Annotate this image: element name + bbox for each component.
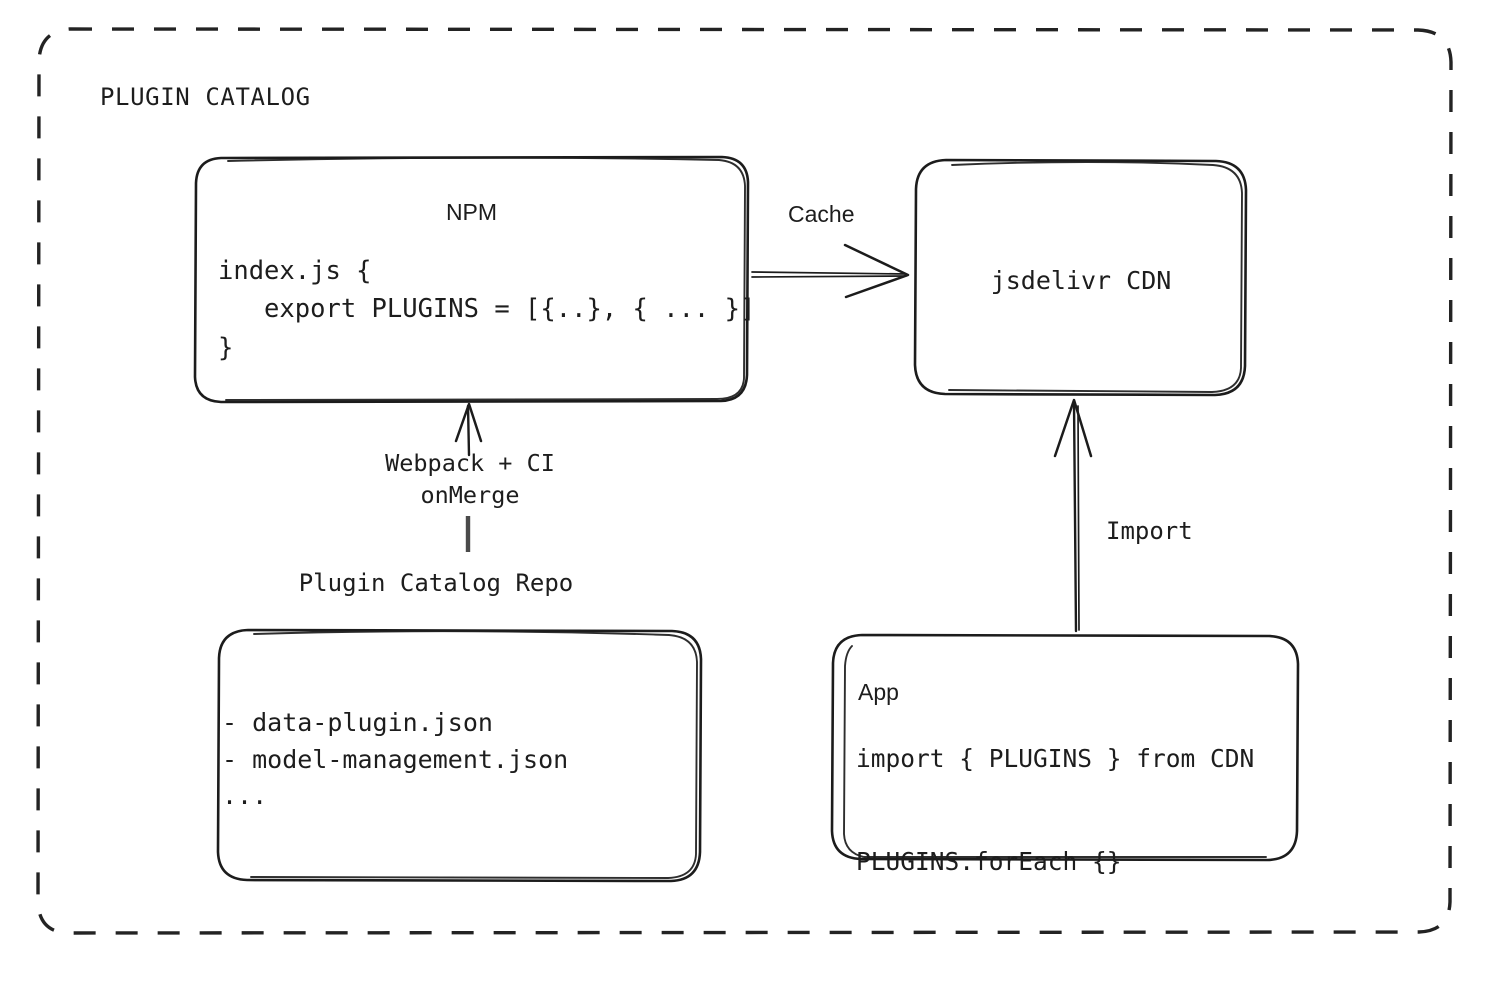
npm-node-code: index.js { export PLUGINS = [{..}, { ...…: [218, 256, 756, 363]
edge-label-import: Import: [1106, 517, 1193, 545]
app-node-title: App: [858, 679, 899, 705]
npm-node[interactable]: [195, 157, 749, 402]
edge-npm-to-cdn-arrow: [751, 243, 910, 299]
repo-node[interactable]: [218, 630, 702, 881]
cdn-node-title: jsdelivr CDN: [990, 266, 1172, 295]
repo-node-file-list: - data-plugin.json - model-management.js…: [222, 708, 569, 810]
edge-label-cache: Cache: [788, 201, 855, 227]
cdn-node[interactable]: [915, 160, 1247, 395]
npm-node-title: NPM: [445, 199, 498, 225]
edge-app-to-cdn-arrow: [1053, 398, 1093, 633]
repo-node-caption: Plugin Catalog Repo: [298, 569, 574, 597]
app-node-code: import { PLUGINS } from CDN PLUGINS.forE…: [856, 744, 1255, 876]
page-title: PLUGIN CATALOG: [100, 83, 311, 111]
edge-label-webpack-ci-onmerge: Webpack + CI onMerge: [385, 449, 555, 510]
app-node[interactable]: [832, 635, 1299, 860]
